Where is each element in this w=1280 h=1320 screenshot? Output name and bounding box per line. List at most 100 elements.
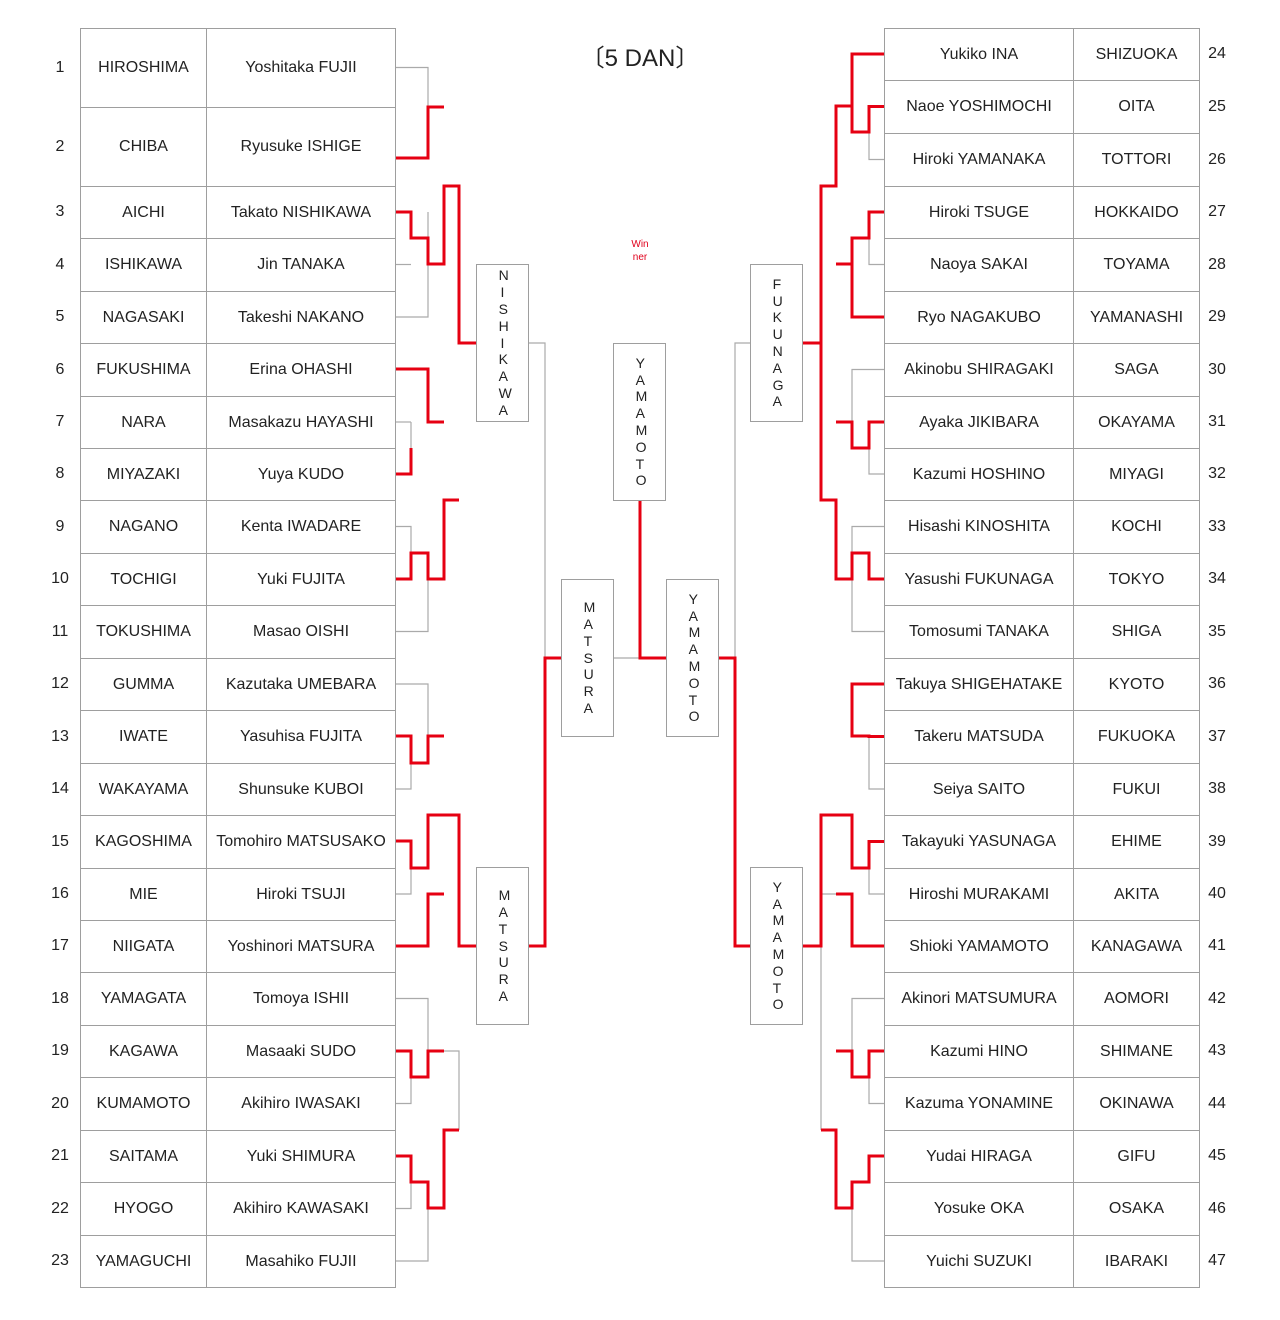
player-name-cell: Yuya KUDO	[206, 448, 396, 501]
player-name-cell: Ryusuke ISHIGE	[206, 107, 396, 187]
prefecture-cell: HYOGO	[80, 1182, 207, 1236]
prefecture-cell: OKAYAMA	[1073, 396, 1200, 449]
player-name-cell: Hisashi KINOSHITA	[884, 500, 1074, 554]
winner-path	[396, 734, 444, 765]
champion-path	[638, 501, 666, 660]
entry-number: 8	[55, 465, 65, 482]
player-name-cell: Tomoya ISHII	[206, 972, 396, 1026]
player-name-cell: Takeshi NAKANO	[206, 291, 396, 344]
prefecture-cell: IWATE	[80, 710, 207, 764]
prefecture-cell: HIROSHIMA	[80, 28, 207, 108]
entry-number: 6	[55, 360, 65, 378]
entry-number: 47	[1208, 1252, 1226, 1269]
winner-label: Winner	[631, 239, 649, 263]
player-name-cell: Yasushi FUKUNAGA	[884, 553, 1074, 606]
player-name-cell: Akinobu SHIRAGAKI	[884, 343, 1074, 397]
entry-number: 37	[1208, 727, 1226, 745]
entry-number: 30	[1208, 360, 1226, 378]
prefecture-cell: NAGANO	[80, 500, 207, 554]
entry-number: 21	[51, 1147, 69, 1164]
prefecture-cell: GUMMA	[80, 658, 207, 711]
entry-number: 27	[1208, 203, 1226, 220]
winner-path	[836, 892, 884, 948]
entry-number: 43	[1208, 1042, 1226, 1059]
player-name-cell: Yudai HIRAGA	[884, 1130, 1074, 1183]
player-name-cell: Akihiro IWASAKI	[206, 1077, 396, 1131]
bracket-line	[851, 368, 884, 422]
prefecture-cell: EHIME	[1073, 815, 1200, 869]
player-name-cell: Kenta IWADARE	[206, 500, 396, 554]
bracket-line	[529, 342, 546, 658]
prefecture-cell: KAGOSHIMA	[80, 815, 207, 869]
player-name-cell: Masahiko FUJII	[206, 1235, 396, 1288]
player-name-cell: Erina OHASHI	[206, 343, 396, 397]
prefecture-cell: YAMAGATA	[80, 972, 207, 1026]
entry-number: 5	[55, 308, 65, 325]
entry-number: 17	[51, 937, 69, 954]
entry-number: 41	[1208, 937, 1226, 954]
prefecture-cell: NIIGATA	[80, 920, 207, 973]
winner-path	[396, 367, 444, 424]
player-name-cell: Kazumi HINO	[884, 1025, 1074, 1078]
entry-number: 13	[51, 727, 69, 745]
round-box-right-lower-label: YAMAMOTO	[772, 878, 785, 1013]
player-name-cell: Akihiro KAWASAKI	[206, 1182, 396, 1236]
winner-path	[836, 420, 884, 450]
prefecture-cell: OITA	[1073, 80, 1200, 134]
entry-number: 35	[1208, 622, 1226, 640]
entry-number: 16	[51, 885, 69, 902]
entry-number: 1	[55, 58, 65, 76]
prefecture-cell: FUKUSHIMA	[80, 343, 207, 397]
bracket-line	[396, 997, 429, 1051]
player-name-cell: Akinori MATSUMURA	[884, 972, 1074, 1026]
player-name-cell: Yosuke OKA	[884, 1182, 1074, 1236]
player-name-cell: Takeru MATSUDA	[884, 710, 1074, 764]
entry-number: 26	[1208, 150, 1226, 168]
player-name-cell: Shioki YAMAMOTO	[884, 920, 1074, 973]
entry-number: 7	[55, 413, 65, 430]
winner-path	[396, 498, 459, 581]
entry-number: 32	[1208, 465, 1226, 482]
entry-number: 44	[1208, 1094, 1226, 1112]
bracket-line	[444, 1050, 460, 1130]
player-name-cell: Yuki SHIMURA	[206, 1130, 396, 1183]
prefecture-cell: SHIZUOKA	[1073, 28, 1200, 81]
winner-path	[836, 210, 884, 266]
round-box-left-semi: MATSURA	[561, 579, 614, 737]
prefecture-cell: NARA	[80, 396, 207, 449]
entry-number: 3	[55, 203, 65, 220]
player-name-cell: Yoshitaka FUJII	[206, 28, 396, 108]
player-name-cell: Takato NISHIKAWA	[206, 186, 396, 239]
champion-box: YAMAMOTO	[613, 343, 666, 501]
entry-number: 14	[51, 780, 69, 797]
prefecture-cell: NAGASAKI	[80, 291, 207, 344]
prefecture-cell: MIYAGI	[1073, 448, 1200, 501]
winner-path	[836, 1049, 884, 1079]
winner-path	[850, 52, 884, 134]
player-name-cell: Naoya SAKAI	[884, 238, 1074, 292]
entry-number: 34	[1208, 570, 1226, 587]
entry-number: 11	[51, 622, 69, 640]
entry-number: 31	[1208, 413, 1226, 430]
player-name-cell: Ayaka JIKIBARA	[884, 396, 1074, 449]
player-name-cell: Tomohiro MATSUSAKO	[206, 815, 396, 869]
entry-number: 40	[1208, 885, 1226, 902]
player-name-cell: Kazutaka UMEBARA	[206, 658, 396, 711]
winner-path	[396, 1128, 459, 1210]
prefecture-cell: TOKUSHIMA	[80, 605, 207, 659]
prefecture-cell: MIYAZAKI	[80, 448, 207, 501]
round-box-left-lower-label: MATSURA	[498, 887, 511, 1004]
entry-number: 29	[1208, 308, 1226, 325]
bracket-line	[396, 683, 429, 737]
entry-number: 2	[55, 137, 65, 155]
entry-number: 4	[55, 255, 65, 273]
winner-path	[396, 1049, 444, 1079]
prefecture-cell: OSAKA	[1073, 1182, 1200, 1236]
player-name-cell: Takayuki YASUNAGA	[884, 815, 1074, 869]
player-name-cell: Yukiko INA	[884, 28, 1074, 81]
entry-number: 38	[1208, 780, 1226, 797]
prefecture-cell: TOYAMA	[1073, 238, 1200, 292]
player-name-cell: Yuichi SUZUKI	[884, 1235, 1074, 1288]
